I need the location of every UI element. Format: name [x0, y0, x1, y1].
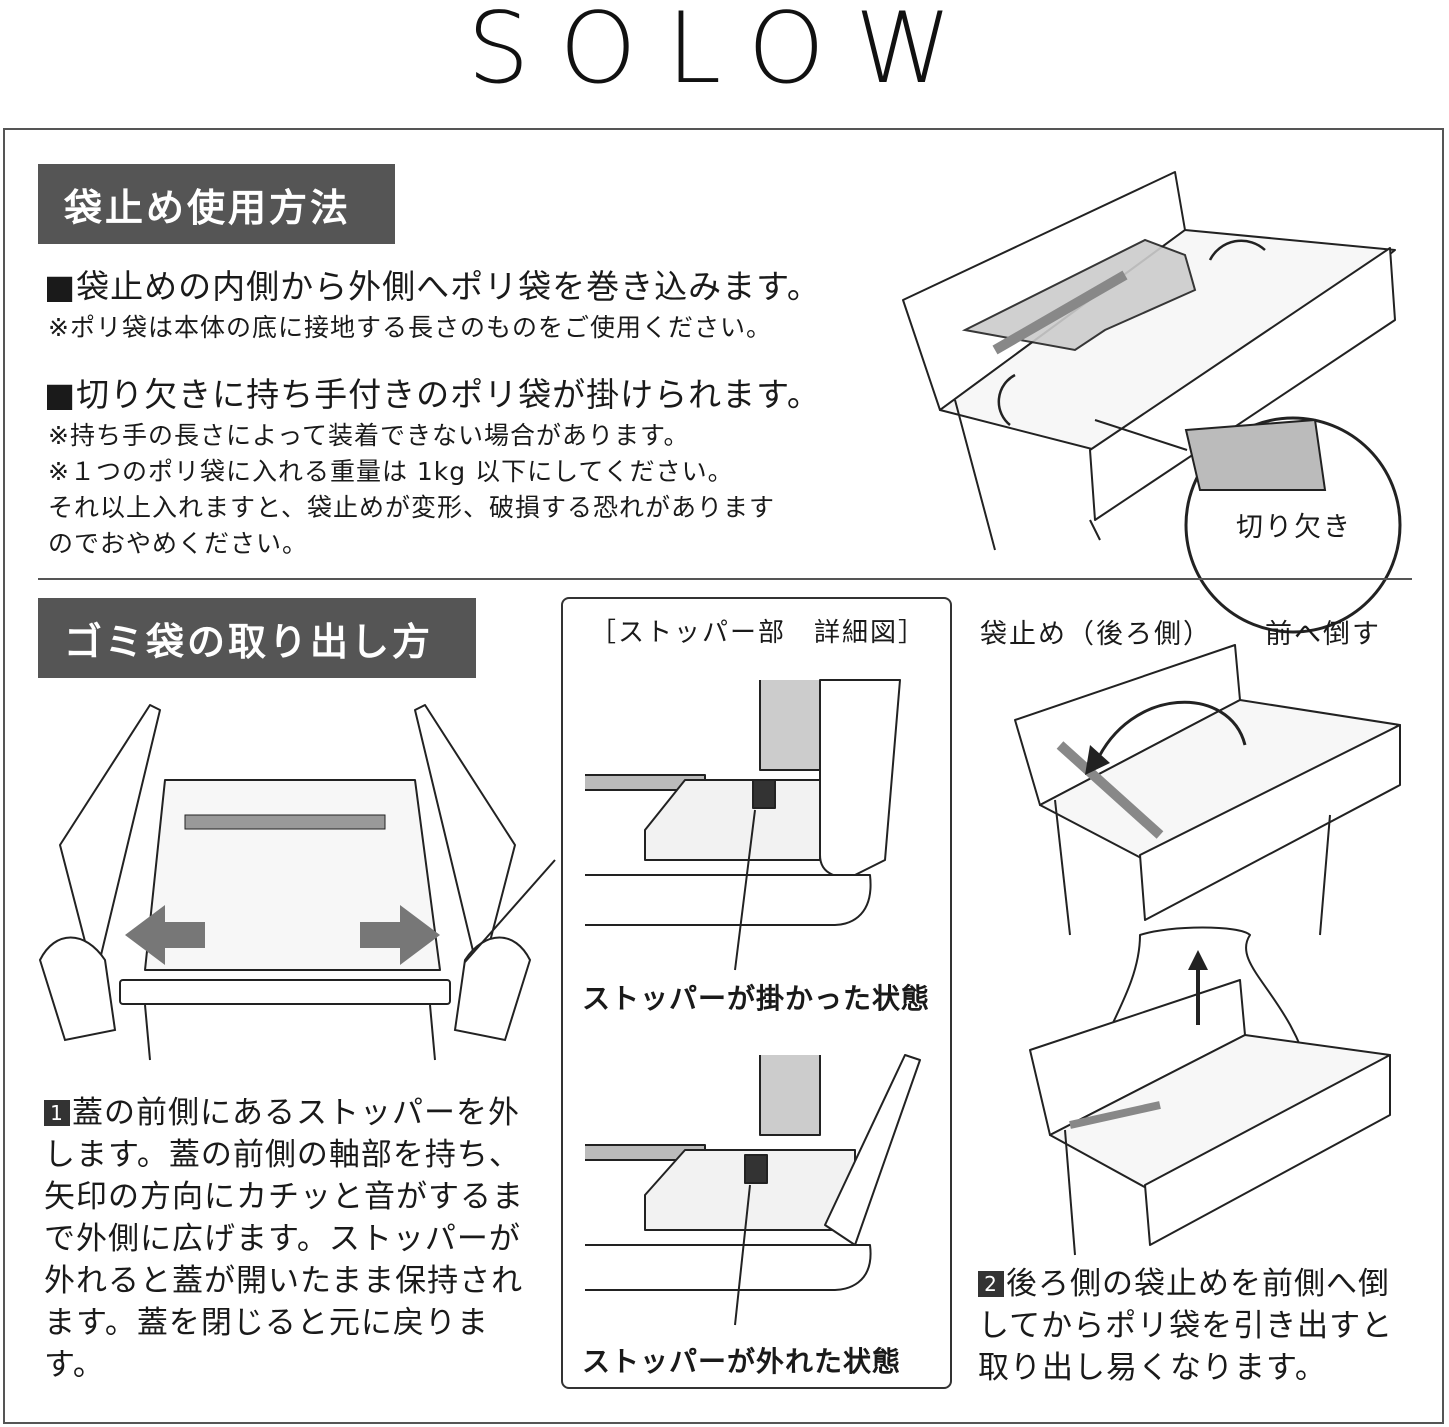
bin-bagstop-illustration — [902, 171, 1402, 634]
stopper-released-illustration — [585, 1054, 921, 1326]
pull-bag-out-illustration — [1029, 926, 1391, 1256]
section-title-bag-removal: ゴミ袋の取り出し方 — [38, 598, 476, 678]
stopper-hooked-illustration — [585, 679, 901, 971]
label-bag-stop-rear: 袋止め（後ろ側） — [980, 619, 1212, 650]
step2-number: 2 — [978, 1271, 1004, 1297]
tilt-bagstop-illustration — [1014, 644, 1401, 936]
step2-text: 後ろ側の袋止めを前側へ倒してからポリ袋を引き出すと取り出し易くなります。 — [978, 1266, 1394, 1386]
section-divider — [38, 578, 1412, 580]
usage-note-4: それ以上入れますと、袋止めが変形、破損する恐れがあります — [48, 493, 776, 522]
step1-number: 1 — [44, 1100, 70, 1126]
caption-stopper-hooked: ストッパーが掛かった状態 — [582, 982, 931, 1015]
usage-note-2: ※持ち手の長さによって装着できない場合があります。 — [48, 421, 690, 450]
notch-callout-label: 切り欠き — [1236, 512, 1352, 543]
section-title-bag-stop-usage: 袋止め使用方法 — [38, 164, 395, 244]
open-bin-illustration — [38, 704, 556, 1061]
usage-note-5: のでおやめください。 — [48, 529, 309, 558]
caption-stopper-released: ストッパーが外れた状態 — [582, 1345, 902, 1378]
instruction-frame — [3, 128, 1444, 1424]
stopper-detail-title: ［ストッパー部 詳細図］ — [590, 618, 927, 648]
stopper-detail-panel — [561, 597, 952, 1389]
usage-note-3: ※１つのポリ袋に入れる重量は 1kg 以下にしてください。 — [48, 457, 734, 486]
usage-point-1: ■袋止めの内側から外側へポリ袋を巻き込みます。 — [44, 267, 821, 306]
brand-logo: SOLOW — [467, 0, 982, 106]
usage-point-2: ■切り欠きに持ち手付きのポリ袋が掛けられます。 — [44, 375, 821, 414]
step1-text: 蓋の前側にあるストッパーを外します。蓋の前側の軸部を持ち、矢印の方向にカチッと音… — [44, 1095, 524, 1383]
usage-note-1: ※ポリ袋は本体の底に接地する長さのものをご使用ください。 — [48, 313, 772, 342]
label-tilt-forward: 前へ倒す — [1265, 619, 1381, 650]
